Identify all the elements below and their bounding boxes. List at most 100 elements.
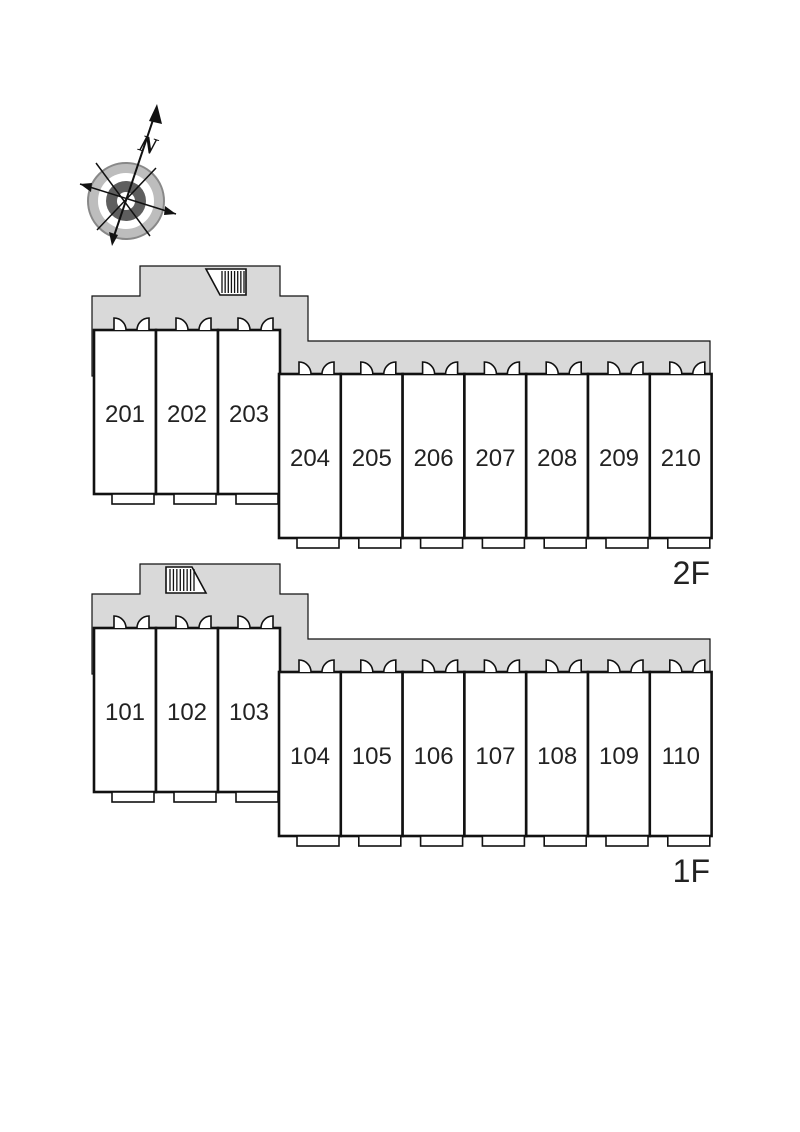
- unit-number-label: 106: [414, 743, 454, 770]
- door-swing-icon: [630, 659, 644, 673]
- unit-209: 209: [586, 361, 652, 549]
- balcony-icon: [235, 493, 279, 505]
- balcony-icon: [357, 537, 402, 549]
- unit-number-label: 105: [352, 743, 392, 770]
- balcony-icon: [605, 835, 649, 847]
- balcony-icon: [173, 791, 217, 803]
- unit-number-label: 210: [661, 445, 701, 472]
- door-swing-icon: [175, 317, 189, 331]
- balcony-icon: [296, 835, 340, 847]
- unit-number-label: 207: [475, 445, 515, 472]
- door-swing-icon: [607, 659, 621, 673]
- unit-206: 206: [401, 361, 466, 549]
- unit-number-label: 104: [290, 743, 330, 770]
- unit-102: 102: [154, 615, 220, 803]
- door-swing-icon: [444, 361, 459, 375]
- door-swing-icon: [607, 361, 621, 375]
- unit-number-label: 208: [537, 445, 577, 472]
- balcony-icon: [666, 537, 711, 549]
- unit-number-label: 202: [167, 401, 207, 428]
- balcony-icon: [419, 835, 464, 847]
- balcony-icon: [666, 835, 711, 847]
- door-swing-icon: [136, 317, 150, 331]
- door-swing-icon: [483, 659, 498, 673]
- unit-105: 105: [339, 659, 404, 847]
- unit-104: 104: [277, 659, 343, 847]
- door-swing-icon: [113, 615, 127, 629]
- balcony-icon: [296, 537, 340, 549]
- balcony-icon: [111, 493, 155, 505]
- balcony-icon: [481, 835, 526, 847]
- unit-107: 107: [463, 659, 528, 847]
- unit-210: 210: [648, 361, 713, 549]
- unit-number-label: 201: [105, 401, 145, 428]
- door-swing-icon: [260, 317, 274, 331]
- door-swing-icon: [321, 361, 335, 375]
- unit-number-label: 103: [229, 699, 269, 726]
- unit-number-label: 209: [599, 445, 639, 472]
- balcony-icon: [419, 537, 464, 549]
- door-swing-icon: [237, 615, 251, 629]
- unit-108: 108: [524, 659, 590, 847]
- door-swing-icon: [421, 659, 436, 673]
- unit-205: 205: [339, 361, 404, 549]
- door-swing-icon: [669, 361, 683, 375]
- door-swing-icon: [692, 361, 706, 375]
- door-swing-icon: [198, 615, 212, 629]
- balcony-icon: [481, 537, 526, 549]
- door-swing-icon: [383, 361, 397, 375]
- unit-number-label: 205: [352, 445, 392, 472]
- unit-number-label: 110: [662, 743, 700, 770]
- door-swing-icon: [545, 361, 559, 375]
- unit-207: 207: [463, 361, 528, 549]
- door-swing-icon: [545, 659, 559, 673]
- unit-204: 204: [277, 361, 343, 549]
- unit-109: 109: [586, 659, 652, 847]
- unit-number-label: 203: [229, 401, 269, 428]
- unit-number-label: 107: [475, 743, 515, 770]
- door-swing-icon: [692, 659, 706, 673]
- floor-1f-plan: 101 102 103 104 105 106 107 108 109 110 1F: [91, 563, 713, 889]
- balcony-icon: [543, 537, 588, 549]
- unit-number-label: 108: [537, 743, 577, 770]
- balcony-icon: [173, 493, 217, 505]
- compass-rose-icon: N: [79, 104, 177, 246]
- door-swing-icon: [669, 659, 683, 673]
- door-swing-icon: [506, 361, 521, 375]
- door-swing-icon: [298, 361, 312, 375]
- staircase-icon: [165, 566, 208, 594]
- door-swing-icon: [260, 615, 274, 629]
- unit-201: 201: [92, 317, 158, 505]
- unit-number-label: 204: [290, 445, 330, 472]
- door-swing-icon: [483, 361, 498, 375]
- door-swing-icon: [568, 659, 582, 673]
- door-swing-icon: [198, 317, 212, 331]
- unit-106: 106: [401, 659, 466, 847]
- unit-number-label: 102: [167, 699, 207, 726]
- door-swing-icon: [568, 361, 582, 375]
- balcony-icon: [235, 791, 279, 803]
- unit-101: 101: [92, 615, 158, 803]
- door-swing-icon: [175, 615, 189, 629]
- door-swing-icon: [321, 659, 335, 673]
- door-swing-icon: [383, 659, 397, 673]
- door-swing-icon: [136, 615, 150, 629]
- unit-103: 103: [216, 615, 282, 803]
- compass-north-label: N: [134, 130, 161, 161]
- unit-number-label: 101: [105, 699, 145, 726]
- unit-number-label: 109: [599, 743, 639, 770]
- floor-label: 1F: [673, 853, 710, 889]
- door-swing-icon: [237, 317, 251, 331]
- unit-203: 203: [216, 317, 282, 505]
- balcony-icon: [605, 537, 649, 549]
- door-swing-icon: [360, 659, 374, 673]
- door-swing-icon: [421, 361, 436, 375]
- door-swing-icon: [298, 659, 312, 673]
- balcony-icon: [111, 791, 155, 803]
- door-swing-icon: [113, 317, 127, 331]
- unit-number-label: 206: [414, 445, 454, 472]
- balcony-icon: [543, 835, 588, 847]
- unit-208: 208: [524, 361, 590, 549]
- door-swing-icon: [506, 659, 521, 673]
- unit-110: 110: [648, 659, 713, 847]
